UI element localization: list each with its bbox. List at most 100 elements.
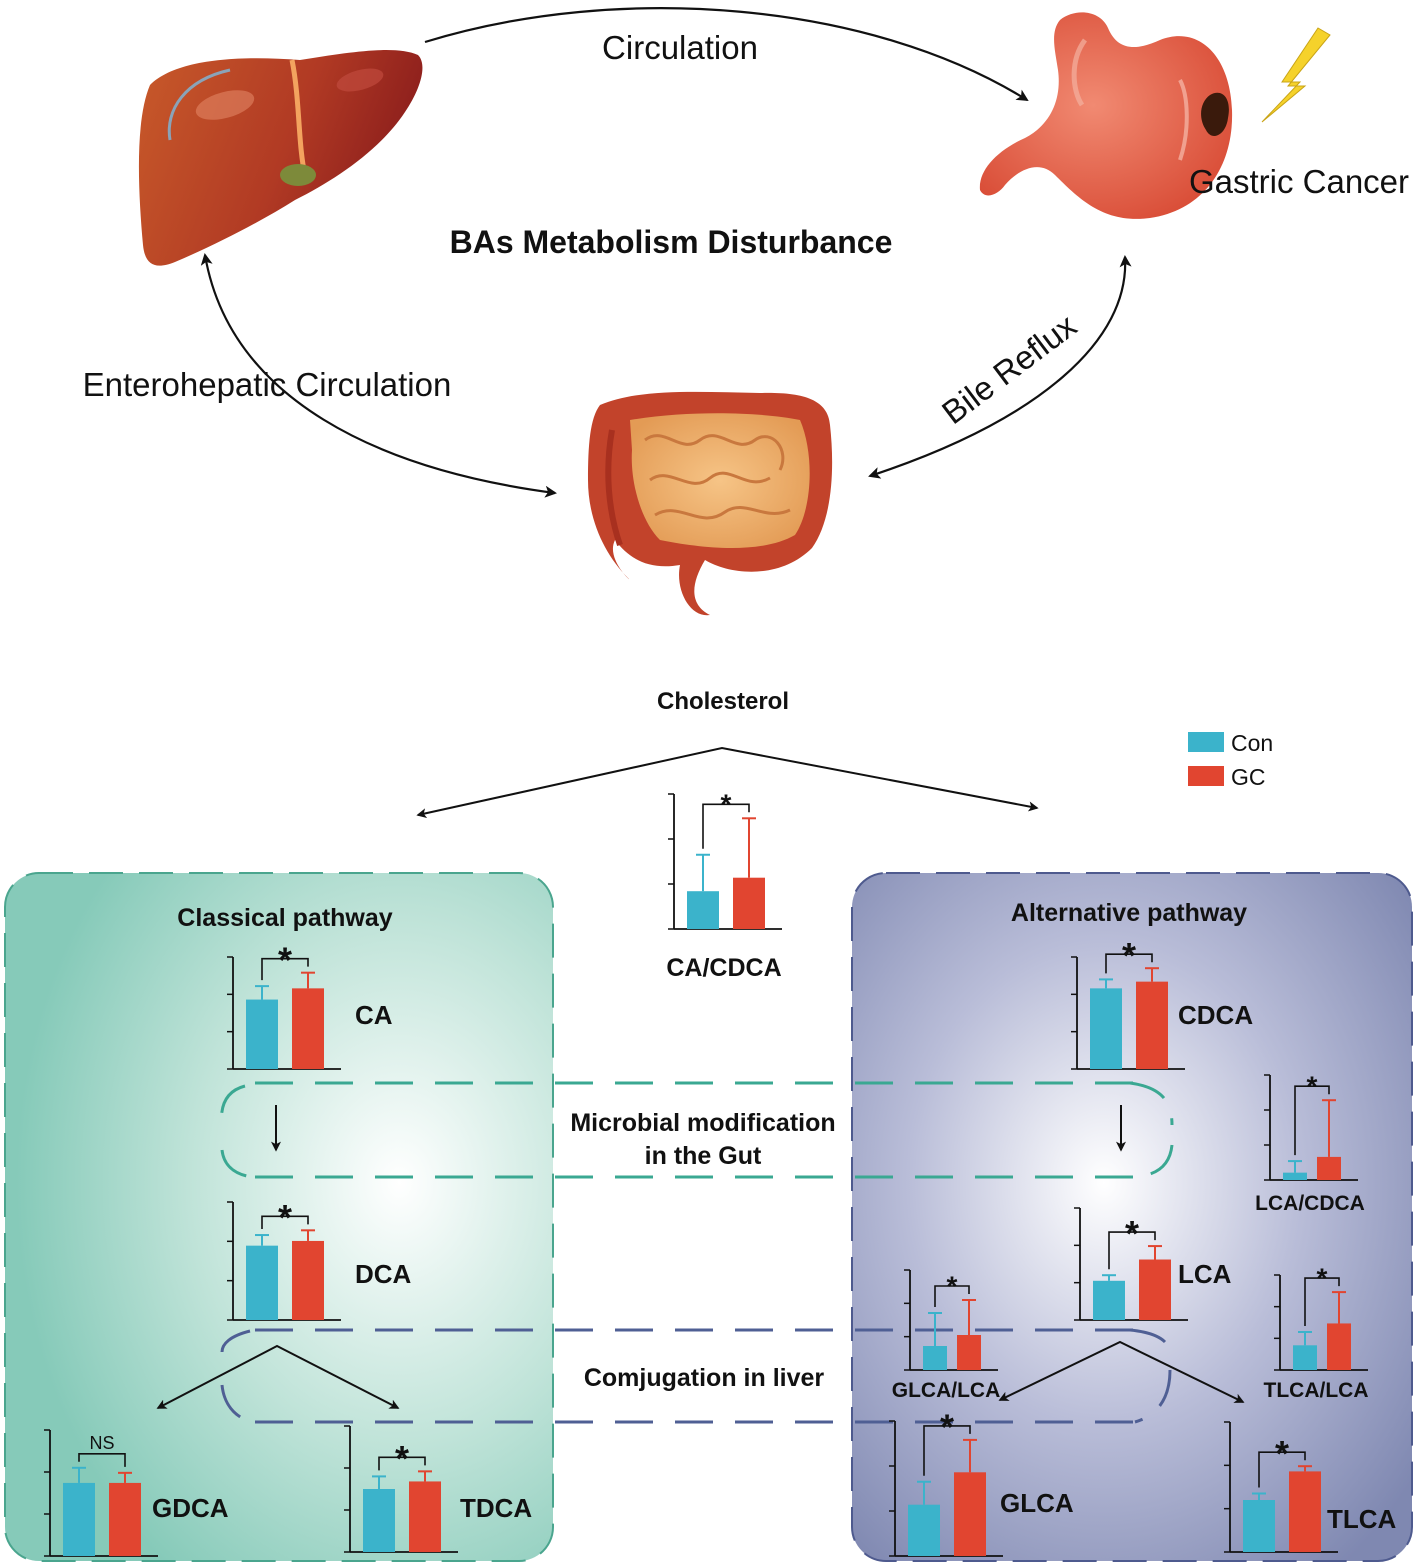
significance-mark: * [1122,935,1136,976]
bar-con [1243,1500,1275,1552]
label-microbial-2: in the Gut [645,1142,762,1170]
significance-mark: * [940,1407,954,1448]
chart-lca-cdca: * LCA/CDCA [1255,1071,1365,1215]
chart-tdca: * TDCA [344,1425,532,1553]
chart-label: TLCA [1327,1504,1397,1534]
bar-con [63,1482,95,1556]
significance-bracket [1304,1277,1340,1326]
significance-mark: * [1125,1213,1139,1254]
circulation-arrows [200,7,1132,498]
chart-label: GLCA [1000,1488,1074,1518]
flow-arrows [156,1105,1245,1409]
bar-gc [409,1481,441,1552]
chart-tlca-lca: * TLCA/LCA [1264,1263,1369,1403]
bar-con [363,1489,395,1552]
significance-mark: * [395,1438,409,1479]
label-enterohepatic: Enterohepatic Circulation [83,366,452,403]
chart-dca: * DCA [227,1197,412,1321]
chart-ca-cdca: *CA/CDCA [666,789,782,982]
label-classical-pathway: Classical pathway [177,904,392,932]
significance-bracket [1105,953,1153,974]
bar-con [1283,1172,1307,1180]
chart-label: CDCA [1178,1000,1253,1030]
legend-label-con: Con [1231,730,1273,756]
label-bile-reflux: Bile Reflux [935,306,1084,431]
chart-label: TDCA [460,1493,532,1523]
chart-label: CA/CDCA [666,954,781,982]
bar-gc [109,1482,141,1556]
bar-con [246,1245,278,1320]
significance-bracket [1294,1085,1330,1156]
legend: Con GC [1188,730,1273,790]
bar-gc [1327,1323,1351,1370]
bar-gc [1317,1156,1341,1180]
significance-bracket [78,1453,126,1467]
significance-bracket [702,803,750,849]
bar-con [1090,988,1122,1069]
label-microbial-1: Microbial modification [570,1109,835,1137]
chart-label: TLCA/LCA [1264,1379,1369,1402]
bar-con [1093,1280,1125,1320]
label-circulation: Circulation [602,29,758,66]
label-alternative-pathway: Alternative pathway [1011,899,1247,927]
chart-glca: * GLCA [889,1407,1074,1557]
chart-label: CA [355,1000,393,1030]
liver-illustration [138,50,423,266]
significance-bracket [261,1215,309,1230]
chart-ca: * CA [227,939,393,1070]
chart-label: LCA [1178,1259,1232,1289]
significance-bracket [261,957,309,981]
microbial-band [219,1081,1174,1179]
significance-mark: * [947,1270,958,1301]
bar-con [923,1346,947,1370]
chart-label: GDCA [152,1493,229,1523]
bar-gc [954,1472,986,1556]
significance-mark: * [1307,1071,1318,1102]
significance-mark: * [278,1197,292,1238]
label-conjugation: Comjugation in liver [584,1364,825,1392]
significance-bracket [1108,1231,1156,1270]
legend-swatch-gc [1188,766,1224,786]
significance-mark: NS [89,1433,114,1453]
bar-gc [733,877,765,929]
significance-bracket [1258,1451,1306,1488]
significance-bracket [378,1456,426,1471]
significance-bracket [934,1285,970,1307]
bar-con [246,999,278,1069]
bar-gc [957,1335,981,1370]
significance-mark: * [278,939,292,980]
label-gastric-cancer: Gastric Cancer [1189,163,1409,200]
bar-gc [1139,1259,1171,1320]
bar-gc [1289,1471,1321,1552]
conjugation-band [220,1328,1172,1424]
chart-label: DCA [355,1259,412,1289]
chart-tlca: * TLCA [1224,1421,1397,1553]
diagram-title: BAs Metabolism Disturbance [450,224,893,260]
bar-gc [1136,981,1168,1069]
bar-charts: *CA/CDCA*CA*DCANSGDCA*TDCA*CDCA*LCA/CDCA… [44,789,1397,1557]
legend-label-gc: GC [1231,764,1266,790]
label-cholesterol: Cholesterol [657,688,789,715]
significance-mark: * [1317,1263,1328,1294]
chart-label: GLCA/LCA [892,1379,1001,1402]
chart-label: LCA/CDCA [1255,1192,1365,1215]
bar-gc [292,1240,324,1320]
alternative-pathway-panel [851,872,1413,1562]
bar-con [908,1504,940,1556]
cholesterol-split-arrow [416,746,1039,819]
chart-gdca: NS GDCA [44,1429,229,1557]
chart-cdca: * CDCA [1071,935,1253,1070]
chart-glca-lca: * GLCA/LCA [892,1269,1001,1402]
stomach-illustration [979,12,1233,219]
bar-con [687,891,719,929]
significance-mark: * [1275,1433,1289,1474]
chart-lca: * LCA [1074,1207,1232,1321]
legend-swatch-con [1188,732,1224,752]
lightning-icon [1261,27,1331,123]
intestine-illustration [588,391,833,616]
bar-gc [292,988,324,1069]
significance-bracket [923,1425,971,1476]
bar-con [1293,1345,1317,1370]
